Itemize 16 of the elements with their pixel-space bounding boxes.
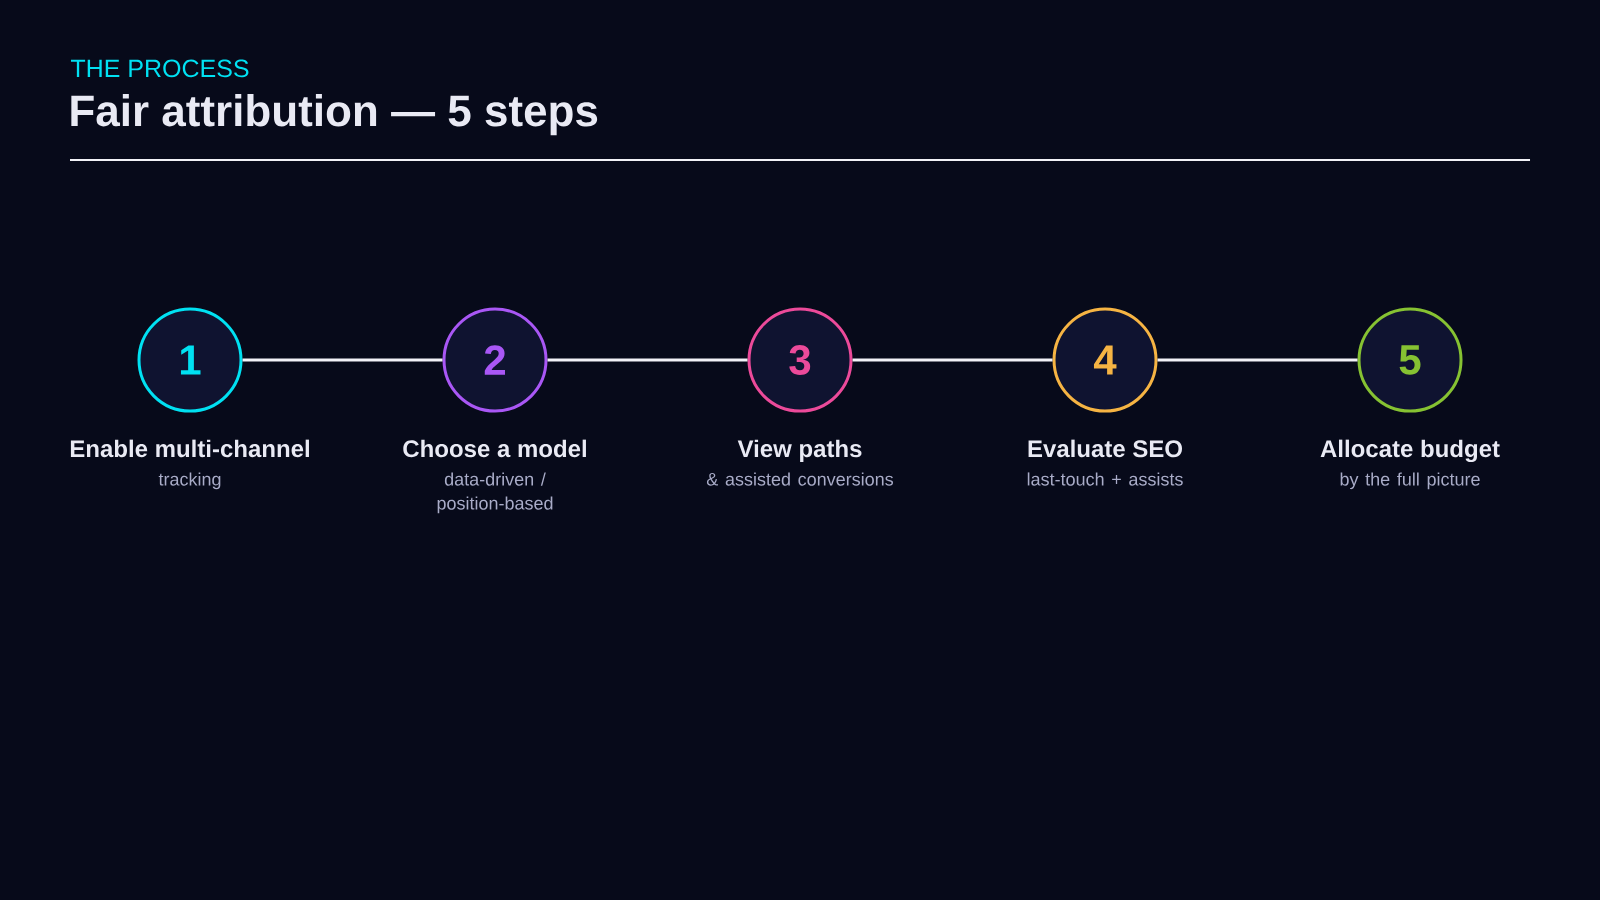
- connector-line: [242, 358, 443, 362]
- step-title: Enable multi-channel: [70, 439, 309, 458]
- step-description: last-touch + assists: [1027, 472, 1183, 486]
- step-description: data-driven / position-based: [437, 472, 553, 514]
- step-title: Choose a model: [403, 439, 586, 458]
- section-label: THE PROCESS: [70, 59, 249, 78]
- step-title: Evaluate SEO: [1028, 439, 1182, 458]
- step-description: & assisted conversions: [706, 472, 894, 486]
- step-title: Allocate budget: [1320, 439, 1500, 463]
- connector-line: [852, 358, 1053, 362]
- step-description: tracking: [158, 472, 221, 490]
- step-description: by the full picture: [1340, 472, 1480, 490]
- connector-line: [547, 358, 748, 362]
- step-title: View paths: [737, 439, 862, 462]
- title: Fair attribution — 5 steps: [71, 94, 598, 136]
- connector-line: [1157, 358, 1358, 362]
